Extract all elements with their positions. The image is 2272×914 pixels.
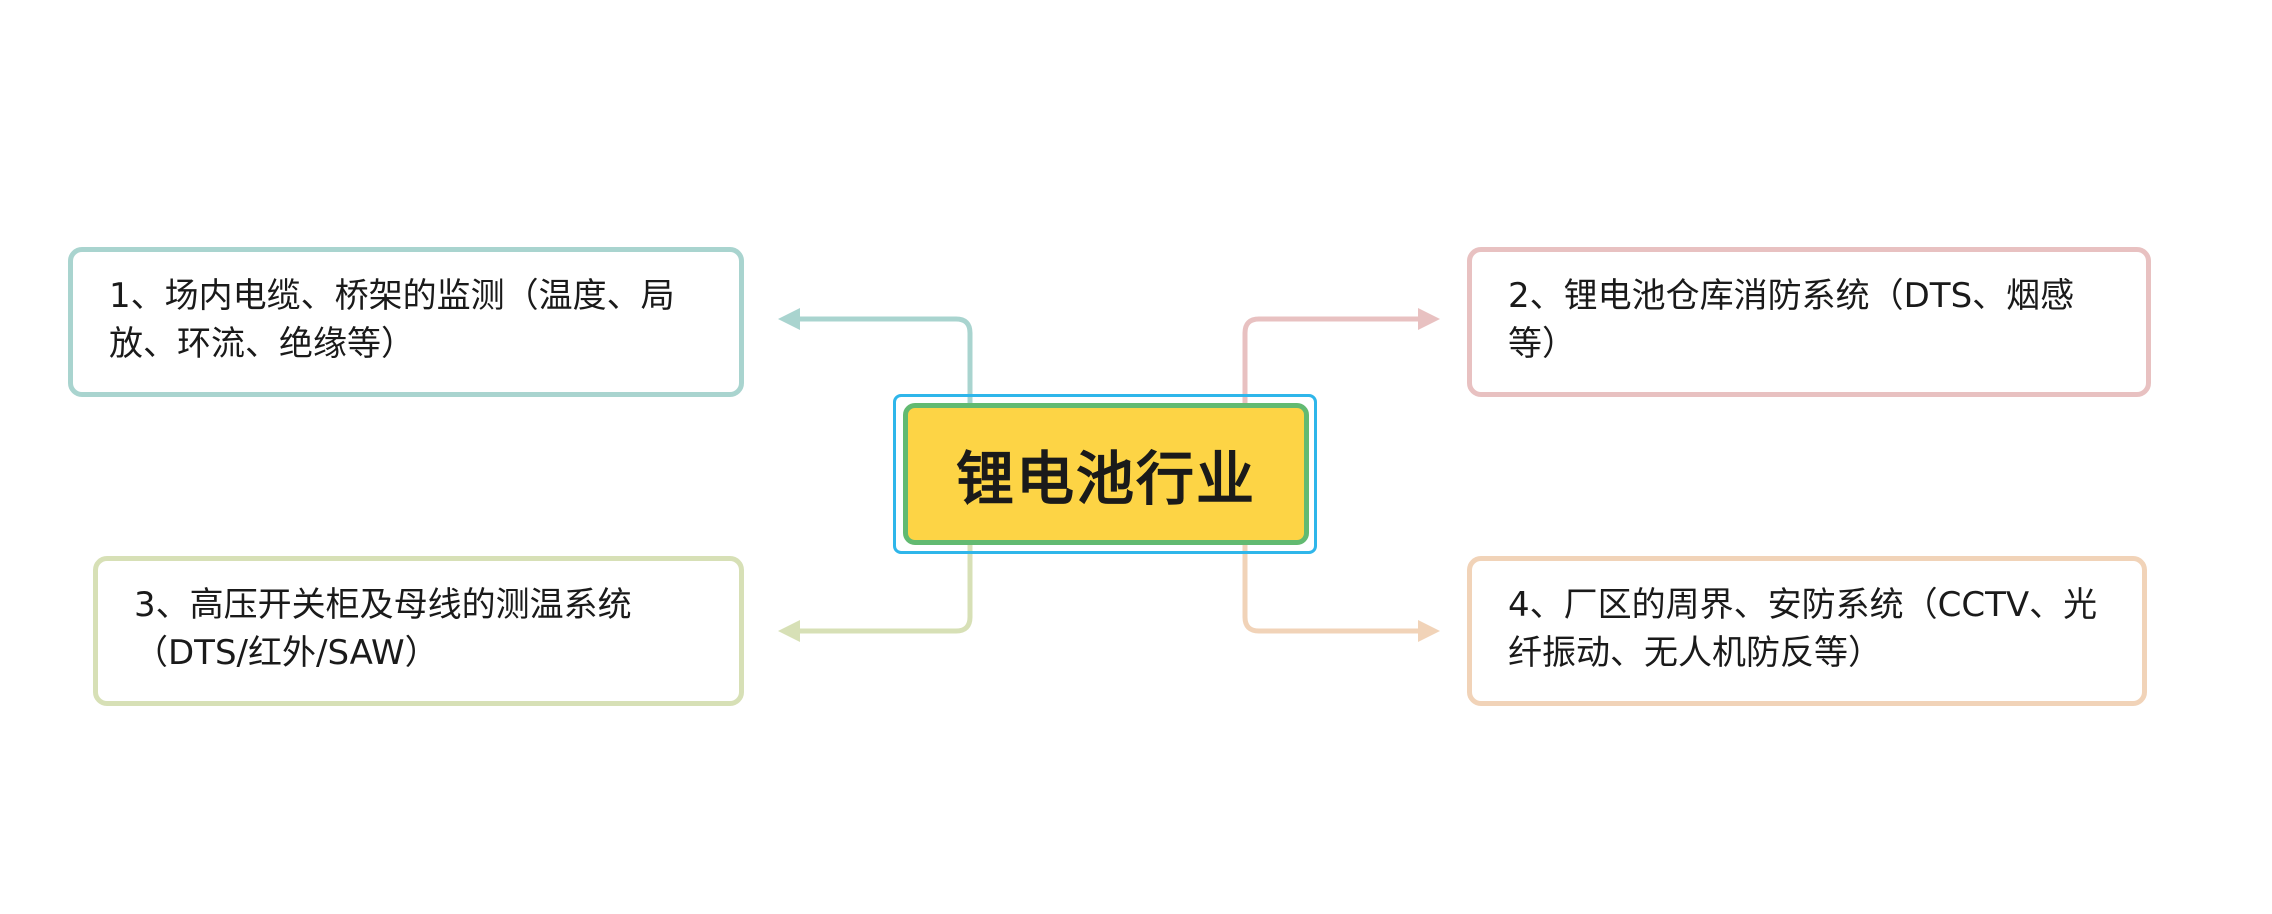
branch-node-4-text: 4、厂区的周界、安防系统（CCTV、光纤振动、无人机防反等） — [1508, 585, 2098, 673]
central-topic-text: 锂电池行业 — [955, 445, 1256, 513]
branch-node-1-text: 1、场内电缆、桥架的监测（温度、局放、环流、绝缘等） — [109, 276, 675, 364]
connector-branch-1-arrowhead — [778, 308, 800, 330]
central-topic-selection-outline — [893, 394, 1317, 554]
connector-branch-3 — [787, 542, 973, 634]
connector-branch-1 — [787, 316, 973, 406]
connector-branch-2 — [1242, 316, 1428, 406]
connector-branch-4 — [1242, 542, 1428, 634]
branch-node-1[interactable]: 1、场内电缆、桥架的监测（温度、局放、环流、绝缘等） — [68, 247, 744, 397]
connector-branch-4-arrowhead — [1418, 620, 1440, 642]
branch-node-4[interactable]: 4、厂区的周界、安防系统（CCTV、光纤振动、无人机防反等） — [1467, 556, 2147, 706]
connector-branch-3-arrowhead — [778, 620, 800, 642]
branch-node-2-text: 2、锂电池仓库消防系统（DTS、烟感等） — [1508, 276, 2075, 364]
branch-node-3-text: 3、高压开关柜及母线的测温系统（DTS/红外/SAW） — [134, 585, 632, 673]
central-topic-node[interactable]: 锂电池行业 — [903, 403, 1309, 545]
connector-branch-2-arrowhead — [1418, 308, 1440, 330]
branch-node-3[interactable]: 3、高压开关柜及母线的测温系统（DTS/红外/SAW） — [93, 556, 744, 706]
branch-node-2[interactable]: 2、锂电池仓库消防系统（DTS、烟感等） — [1467, 247, 2151, 397]
